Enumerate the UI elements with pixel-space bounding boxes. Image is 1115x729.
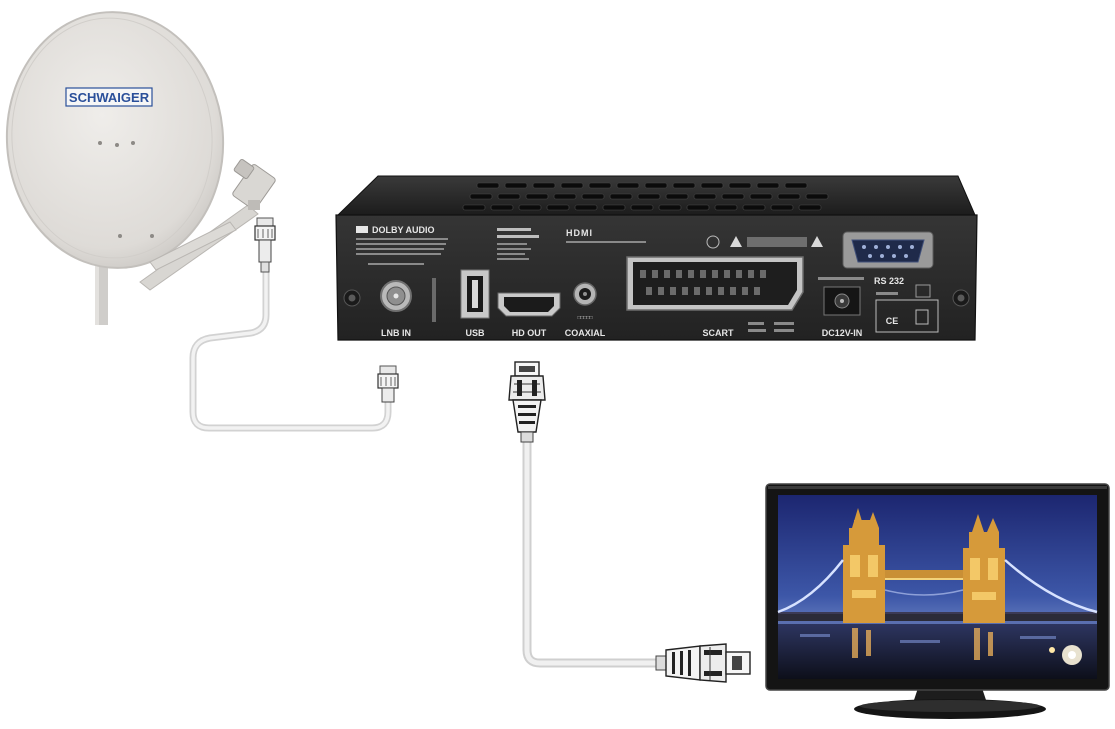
scart-port: SCART [626,256,804,338]
receiver-box: DOLBY AUDIO HDMI LNB IN [335,175,978,341]
hdmi-cable [522,435,665,668]
scart-label: SCART [703,328,735,338]
tv-monitor-icon [765,483,1110,719]
rs232-port: RS 232 [842,231,934,286]
hd-out-label: HD OUT [512,328,547,338]
rs232-label: RS 232 [874,276,904,286]
lnb-in-label: LNB IN [381,328,411,338]
lnb-in-port: LNB IN [380,280,412,338]
f-connector-icon [254,217,276,273]
vent-slots [462,182,829,211]
dc-in-label: DC12V-IN [822,328,863,338]
hdmi-plug-icon [655,643,751,683]
dish-brand-label: SCHWAIGER [69,90,150,105]
hdmi-logo: HDMI [566,228,593,238]
ce-mark: CE [875,284,939,333]
satellite-dish-icon: SCHWAIGER [5,11,276,325]
tv-screen [777,495,1098,679]
hdmi-plug-icon [508,361,546,443]
ce-label: CE [886,316,899,326]
coax-cable [189,266,392,432]
usb-port: USB [460,269,490,338]
coaxial-label: COAXIAL [565,328,606,338]
coaxial-port: □□□□□ COAXIAL [565,282,606,338]
f-connector-icon [377,365,399,403]
svg-text:□□□□□: □□□□□ [577,315,592,321]
dolby-label: DOLBY AUDIO [372,225,435,235]
dc-in-port: DC12V-IN [818,277,864,338]
lnb-icon [232,158,276,210]
hdmi-port: HD OUT [497,292,561,338]
usb-label: USB [465,328,485,338]
